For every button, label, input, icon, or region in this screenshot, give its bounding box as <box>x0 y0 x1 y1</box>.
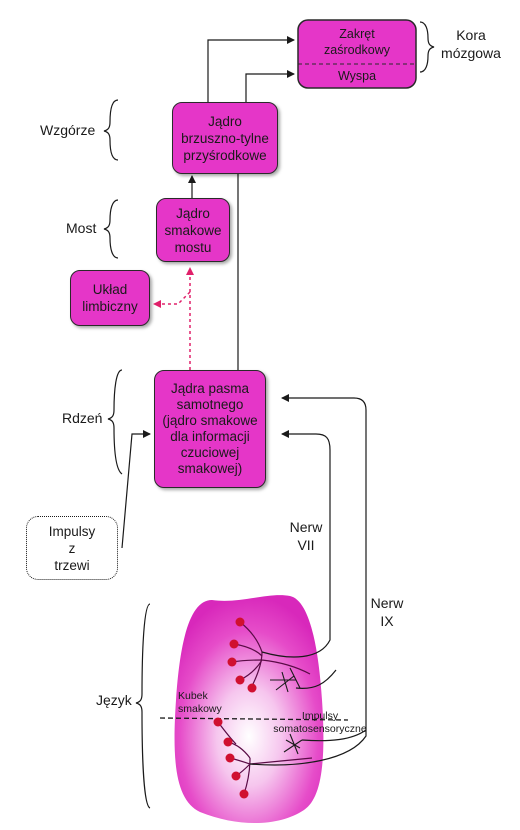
pons-box-label: Jądro smakowe mostu <box>164 205 222 255</box>
visceral-impulses-box: Impulsy z trzewi <box>26 516 118 580</box>
somatosensory-label: Impulsy somatosensoryczne <box>273 710 367 735</box>
tongue-level-label: Język <box>96 692 132 708</box>
level-braces <box>103 21 435 809</box>
medulla-box-label: Jądra pasma samotnego (jądro smakowe dla… <box>162 381 258 476</box>
thalamus-box: Jądro brzuszno-tylne przyśrodkowe <box>172 102 278 174</box>
tongue <box>174 595 324 824</box>
taste-bud-label: Kubek smakowy <box>178 690 222 715</box>
nerve-vii-label: Nerw VII <box>289 519 323 553</box>
cortex-lower-label: Wyspa <box>337 69 377 83</box>
cortex-box <box>297 19 417 89</box>
limbic-arrows <box>153 267 194 370</box>
taste-receptors <box>213 617 257 799</box>
tongue-divider <box>159 717 349 721</box>
thalamus-level-label: Wzgórze <box>40 122 96 138</box>
pons-level-label: Most <box>66 220 97 236</box>
cortex-upper-label: Zakręt zaśrodkowy <box>324 27 390 57</box>
limbic-box: Układ limbiczny <box>70 270 150 326</box>
nerve-ix-label: Nerw IX <box>370 595 404 629</box>
pons-box: Jądro smakowe mostu <box>156 198 230 262</box>
medulla-level-label: Rdzeń <box>62 410 103 426</box>
somatosensory-endings <box>270 667 303 755</box>
thalamus-box-label: Jądro brzuszno-tylne przyśrodkowe <box>181 113 269 163</box>
limbic-box-label: Układ limbiczny <box>82 282 138 314</box>
cortex-level-label: Kora mózgowa <box>441 27 501 61</box>
pathway-arrows <box>121 36 295 549</box>
nerve-pathways <box>249 394 367 766</box>
visceral-impulses-label: Impulsy z trzewi <box>48 523 96 573</box>
medulla-box: Jądra pasma samotnego (jądro smakowe dla… <box>154 370 266 488</box>
